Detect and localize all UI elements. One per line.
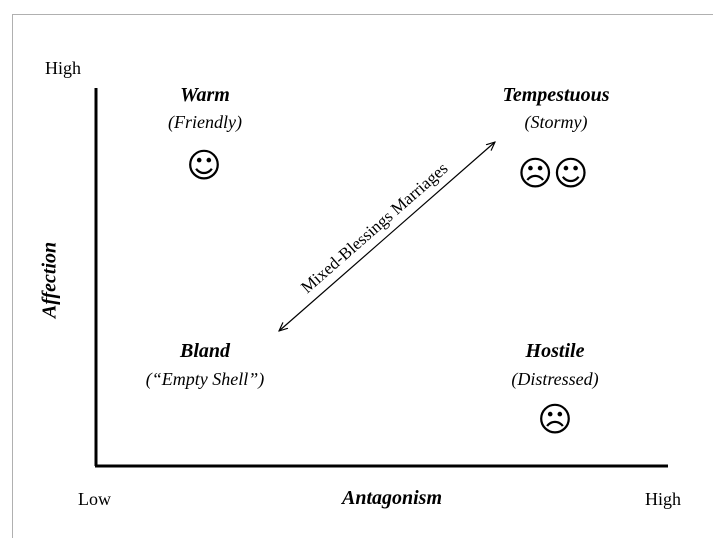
x-axis-high-label: High	[645, 489, 681, 509]
smiley-face-icon: ☺	[186, 146, 222, 186]
x-axis-low-label: Low	[78, 489, 111, 509]
warm-subtitle: (Friendly)	[168, 112, 242, 132]
diagonal-double-arrow	[279, 142, 495, 331]
y-axis-high-label: High	[45, 58, 81, 78]
frame-border	[12, 14, 713, 538]
hostile-subtitle: (Distressed)	[511, 369, 599, 389]
diagonal-label: Mixed-Blessings Marriages	[297, 159, 451, 297]
frown-face-icon: ☹	[537, 400, 573, 440]
hostile-title: Hostile	[525, 340, 585, 362]
y-axis-title: Affection	[38, 241, 61, 319]
bland-subtitle: (“Empty Shell”)	[145, 369, 265, 389]
x-axis-title: Antagonism	[341, 487, 443, 509]
tempestuous-subtitle: (Stormy)	[524, 112, 588, 132]
frown-and-smiley-faces-icon: ☹☺	[517, 154, 589, 194]
tempestuous-title: Tempestuous	[502, 84, 610, 106]
warm-title: Warm	[180, 84, 230, 106]
bland-title: Bland	[179, 340, 231, 362]
